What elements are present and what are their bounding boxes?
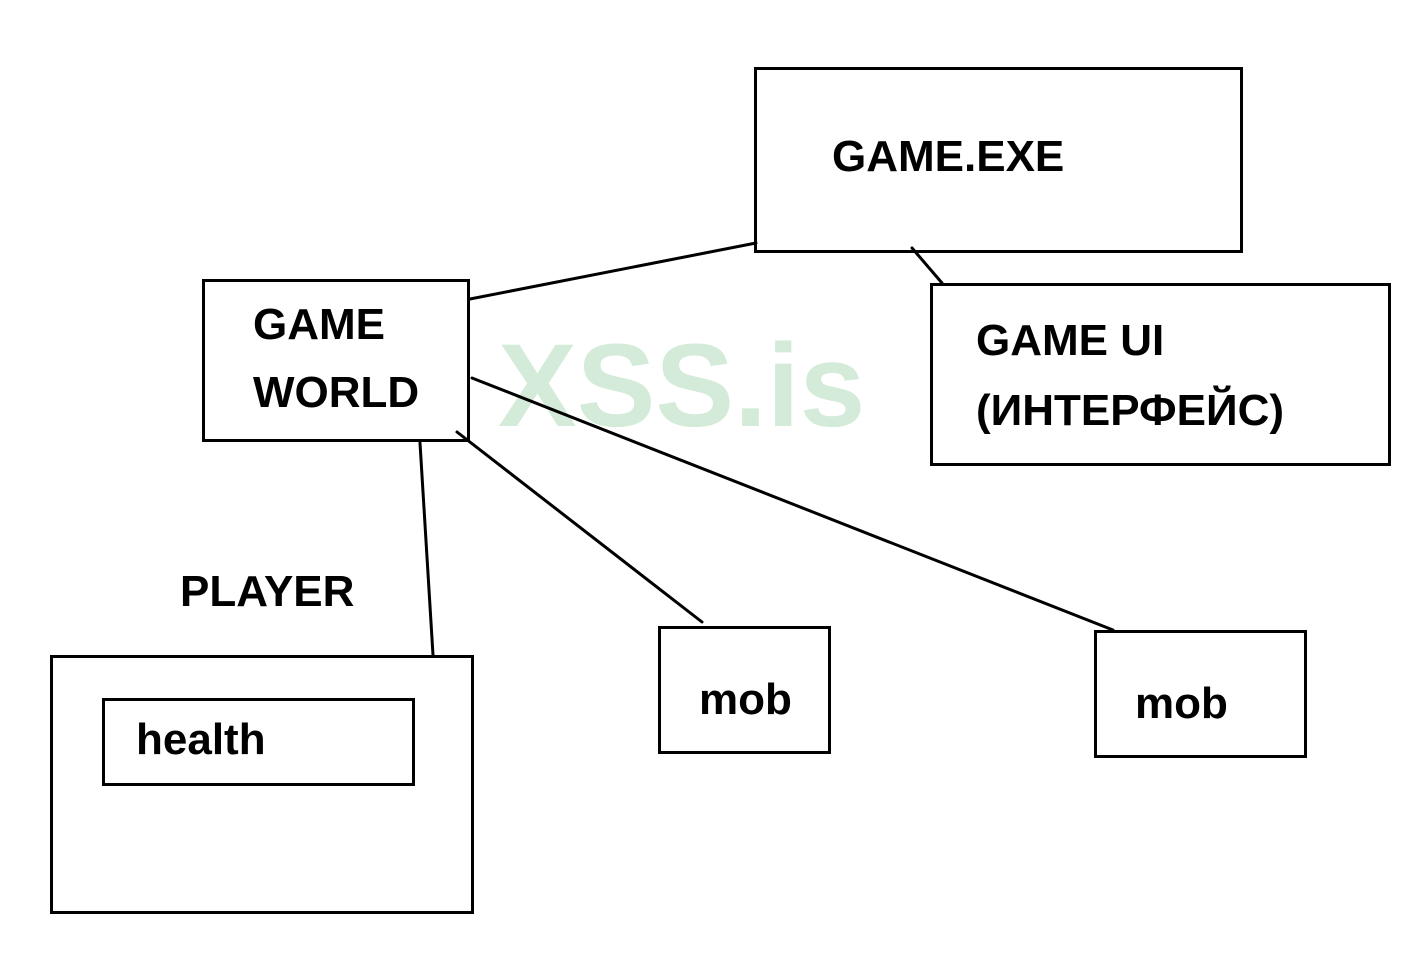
player-label: PLAYER (180, 567, 355, 616)
mob-2-box (1094, 630, 1307, 758)
connector-world-to-player (418, 441, 435, 657)
mob-1-box (658, 626, 831, 754)
connector-world-to-mob-1 (455, 430, 704, 624)
health-label: health (136, 715, 266, 764)
connector-world-to-mob-2 (470, 376, 1115, 632)
player-box (50, 655, 474, 914)
game-exe-box (754, 67, 1243, 253)
game-world-label-line1: GAME (253, 300, 385, 349)
mob-1-label: mob (699, 675, 792, 724)
connector-world-to-exe (468, 241, 758, 301)
connector-exe-to-ui (910, 246, 944, 285)
game-ui-label-line2: (ИНТЕРФЕЙС) (976, 386, 1284, 435)
game-world-label-line2: WORLD (253, 368, 420, 417)
game-exe-label: GAME.EXE (832, 132, 1065, 181)
game-world-box (202, 279, 470, 442)
game-ui-box (930, 283, 1391, 466)
game-ui-label-line1: GAME UI (976, 316, 1165, 365)
health-box (102, 698, 415, 786)
mob-2-label: mob (1135, 679, 1228, 728)
